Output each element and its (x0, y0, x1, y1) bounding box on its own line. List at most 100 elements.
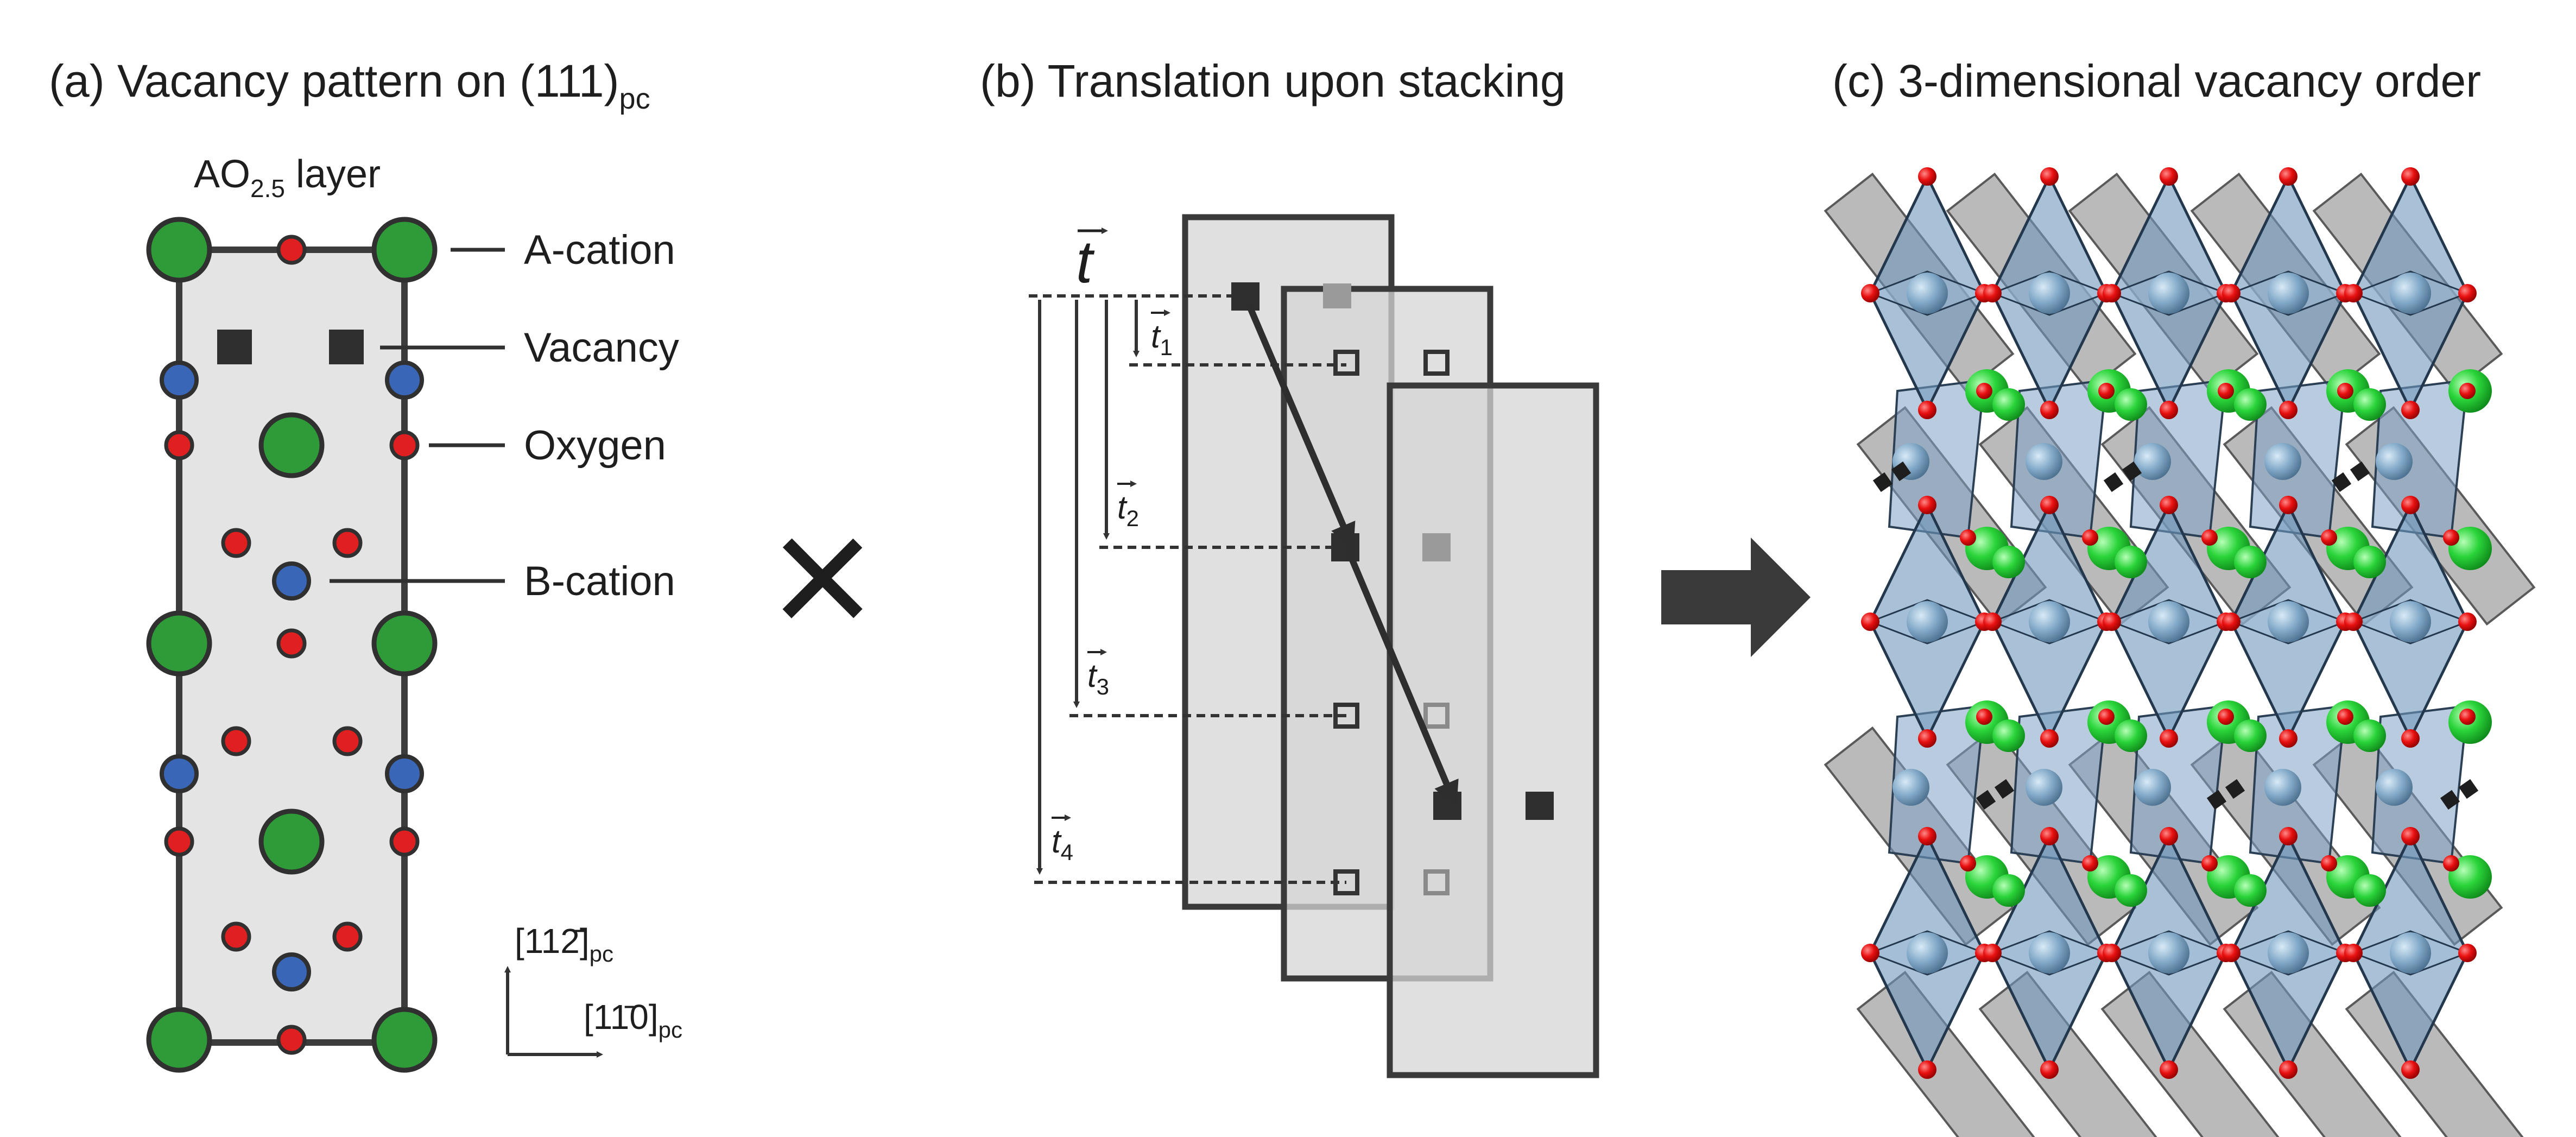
oxygen-sphere (2279, 729, 2297, 748)
oxygen-sphere (2218, 709, 2234, 725)
a-cation-sphere (2353, 874, 2386, 907)
b-cation (160, 754, 199, 793)
oxygen (332, 726, 363, 756)
oxygen-sphere (2401, 167, 2420, 186)
oxygen-sphere (1918, 496, 1936, 514)
filled-vacancy (1433, 792, 1461, 820)
oxygen (276, 628, 307, 659)
panel-a-title: (a) Vacancy pattern on (111)pc (49, 55, 650, 115)
vacancy-marker (2206, 789, 2227, 810)
a-cation-sphere (2234, 546, 2267, 578)
oxygen-sphere (2222, 944, 2240, 962)
b-cation-sphere (2376, 769, 2413, 806)
vacancy-marker (2350, 461, 2370, 482)
b-cation-sphere (1907, 273, 1948, 314)
a-cation-sphere (2234, 388, 2267, 421)
oxygen (164, 826, 194, 857)
axis-right-label: [11̄0]pc (584, 997, 682, 1043)
b-cation (385, 754, 424, 793)
b-cation-sphere (2134, 769, 2171, 806)
a-cation-sphere (2115, 874, 2147, 907)
faded-open-vacancy (1423, 869, 1450, 895)
oxygen-sphere (2103, 284, 2121, 302)
oxygen-sphere (2401, 496, 2420, 514)
a-cation (258, 412, 325, 478)
b-cation-sphere (2148, 932, 2189, 974)
oxygen-sphere (2459, 709, 2476, 725)
oxygen-sphere (2279, 1060, 2297, 1079)
vacancy-marker (2225, 779, 2245, 799)
panel-c: (c) 3-dimensional vacancy order (1824, 55, 2536, 1137)
oxygen-sphere (1861, 944, 1879, 962)
b-cation-sphere (1907, 932, 1948, 974)
oxygen-sphere (2222, 612, 2240, 631)
b-cation-sphere (2264, 769, 2301, 806)
diagonal-arrow-2 (1344, 547, 1459, 808)
oxygen-sphere (2201, 855, 2218, 871)
a-cation (146, 610, 212, 677)
oxygen-sphere (2040, 827, 2059, 845)
a-cation-sphere (1992, 388, 2025, 421)
legend-oxygen-label: Oxygen (524, 422, 666, 469)
oxygen-sphere (2103, 612, 2121, 631)
oxygen-sphere (1976, 709, 1992, 725)
oxygen-sphere (1861, 284, 1879, 302)
oxygen (164, 430, 194, 460)
open-vacancy (1333, 350, 1359, 376)
oxygen-sphere (2458, 284, 2477, 302)
oxygen-sphere (2458, 944, 2477, 962)
oxygen-sphere (2201, 529, 2218, 546)
oxygen-sphere (2040, 496, 2059, 514)
oxygen-sphere (2218, 383, 2234, 399)
a-cation (146, 217, 212, 283)
oxygen-sphere (2321, 855, 2337, 871)
oxygen-sphere (2160, 496, 2178, 514)
a-cation-sphere (2115, 546, 2147, 578)
b-cation (272, 952, 311, 991)
a-cation-sphere (2234, 874, 2267, 907)
a-cation-sphere (2448, 855, 2492, 899)
layer-label: AO2.5 layer (194, 153, 381, 203)
oxygen-sphere (2082, 529, 2098, 546)
oxygen (276, 1025, 307, 1055)
oxygen-sphere (2040, 729, 2059, 748)
t1-label: t1 (1151, 318, 1173, 360)
faded-vacancy (1323, 283, 1351, 308)
vacancy (217, 330, 252, 364)
vacancy-marker (2122, 461, 2142, 482)
oxygen (276, 235, 307, 265)
oxygen-sphere (2160, 827, 2178, 845)
b-cation-sphere (2390, 273, 2431, 314)
a-cation (146, 1007, 212, 1073)
oxygen-sphere (2098, 383, 2115, 399)
translation-guides (1029, 294, 1346, 884)
panel-b: (b) Translation upon stacking t t1 t2 (980, 55, 1599, 1078)
oxygen (221, 726, 251, 756)
oxygen-sphere (2344, 284, 2363, 302)
faded-vacancy (1422, 533, 1451, 561)
b-cation (160, 361, 199, 400)
diagonal-arrows (1245, 302, 1459, 808)
oxygen-sphere (1960, 855, 1976, 871)
oxygen-sphere (1918, 827, 1936, 845)
b-cation (385, 361, 424, 400)
oxygen (389, 826, 420, 857)
oxygen-sphere (2401, 827, 2420, 845)
oxygen-sphere (2401, 1060, 2420, 1079)
oxygen-sphere (2337, 709, 2353, 725)
oxygen-sphere (2160, 167, 2178, 186)
oxygen-sphere (2344, 944, 2363, 962)
t-vector-label: t (1076, 229, 1095, 295)
b-cation-sphere (2376, 443, 2413, 480)
oxygen-sphere (1976, 383, 1992, 399)
vacancy-marker (1976, 789, 1996, 810)
oxygen (389, 430, 420, 460)
t2-label: t2 (1117, 489, 1139, 531)
b-cation-sphere (2148, 273, 2189, 314)
oxygen-sphere (2321, 529, 2337, 546)
a-cation (371, 1007, 438, 1073)
oxygen-sphere (2222, 284, 2240, 302)
b-cation-sphere (2026, 769, 2062, 806)
oxygen-sphere (2401, 401, 2420, 419)
